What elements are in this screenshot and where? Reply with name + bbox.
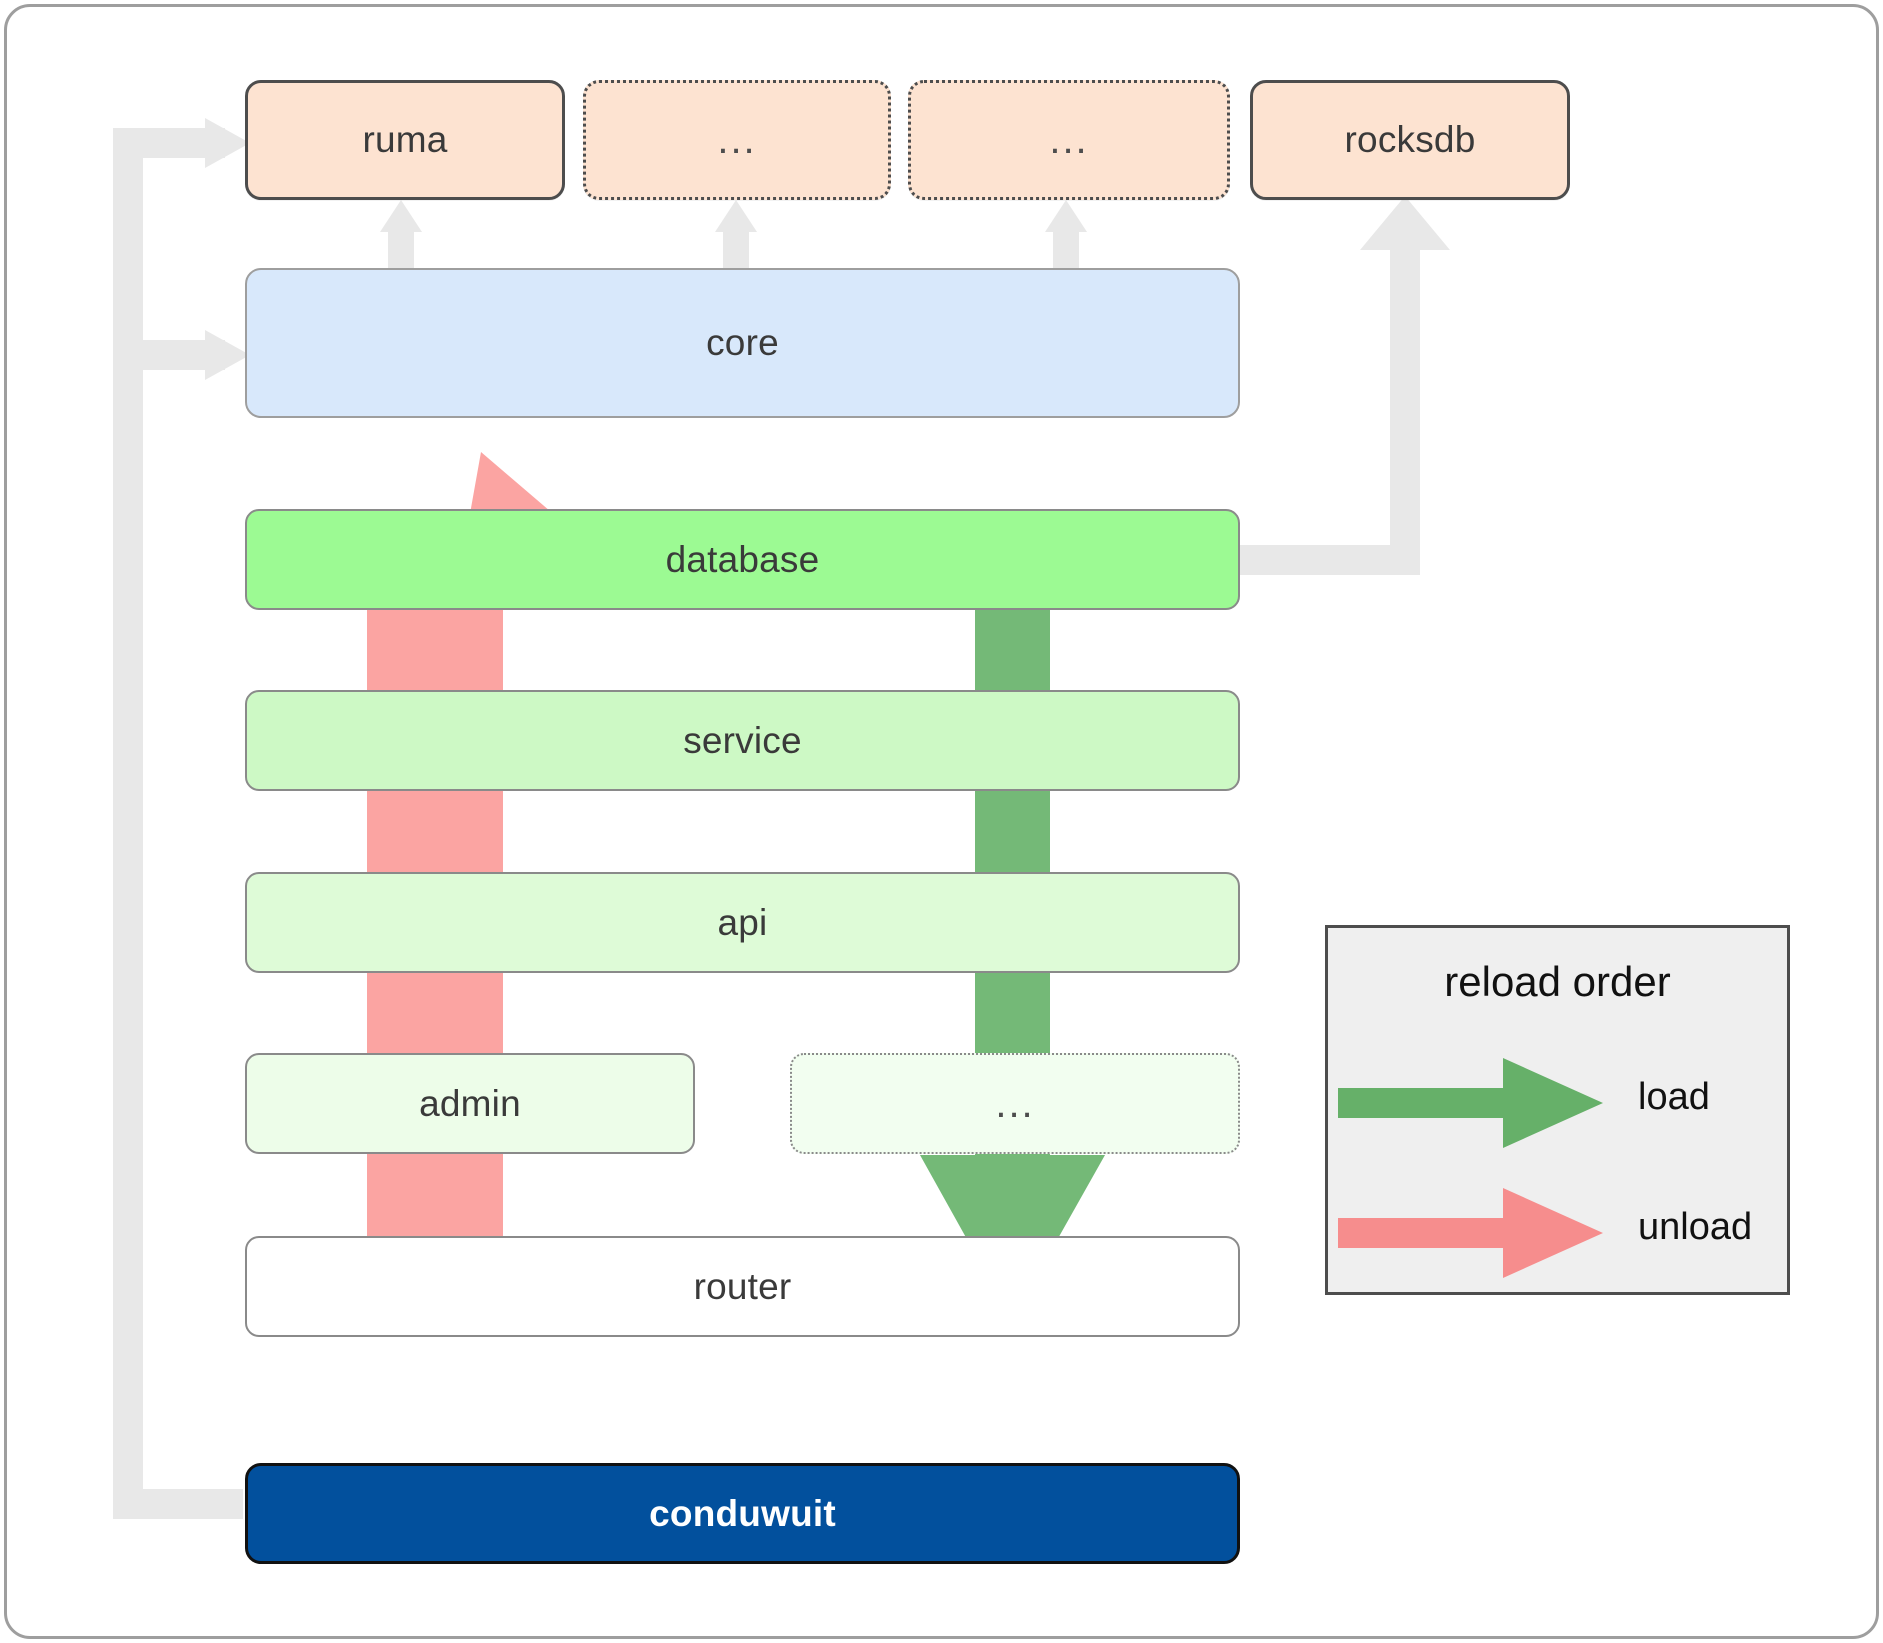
arrow-core-to-ruma <box>380 200 422 275</box>
dependency-label-ruma: ruma <box>362 119 448 160</box>
layer-label-router: router <box>693 1265 792 1307</box>
layer-box-more[interactable]: ... <box>790 1053 1240 1154</box>
dependency-box-3[interactable]: ... <box>908 80 1230 200</box>
legend-row-load: load <box>1328 1058 1793 1148</box>
arrow-core-to-dep3 <box>1045 200 1087 275</box>
dependency-label-rocksdb: rocksdb <box>1344 119 1476 160</box>
dependency-box-ruma[interactable]: ruma <box>245 80 565 200</box>
legend-panel: reload order load unload <box>1325 925 1790 1295</box>
dependency-box-2[interactable]: ... <box>583 80 891 200</box>
layer-label-database: database <box>665 538 820 580</box>
core-to-dependency-arrows <box>380 200 1087 275</box>
legend-row-unload: unload <box>1328 1188 1793 1278</box>
layer-label-admin: admin <box>419 1082 521 1124</box>
legend-title: reload order <box>1444 958 1671 1005</box>
arrow-core-to-dep2 <box>715 200 757 275</box>
layer-box-admin[interactable]: admin <box>245 1053 695 1154</box>
legend-label-load: load <box>1638 1076 1710 1118</box>
dependency-box-rocksdb[interactable]: rocksdb <box>1250 80 1570 200</box>
binary-label-conduwuit: conduwuit <box>649 1492 836 1534</box>
legend-label-unload: unload <box>1638 1206 1753 1248</box>
layer-box-core[interactable]: core <box>245 268 1240 418</box>
legend-load-arrow-icon <box>1338 1058 1603 1148</box>
legend-unload-arrow-icon <box>1338 1188 1603 1278</box>
layer-box-api[interactable]: api <box>245 872 1240 973</box>
binary-box-conduwuit[interactable]: conduwuit <box>245 1463 1240 1564</box>
layer-label-core: core <box>706 322 779 363</box>
layer-box-router[interactable]: router <box>245 1236 1240 1337</box>
layer-label-service: service <box>683 719 802 761</box>
layer-label-api: api <box>717 901 768 943</box>
connector-database-to-rocksdb <box>1240 196 1450 575</box>
layer-box-service[interactable]: service <box>245 690 1240 791</box>
connector-conduwuit-to-core <box>113 118 250 1519</box>
layer-box-database[interactable]: database <box>245 509 1240 610</box>
